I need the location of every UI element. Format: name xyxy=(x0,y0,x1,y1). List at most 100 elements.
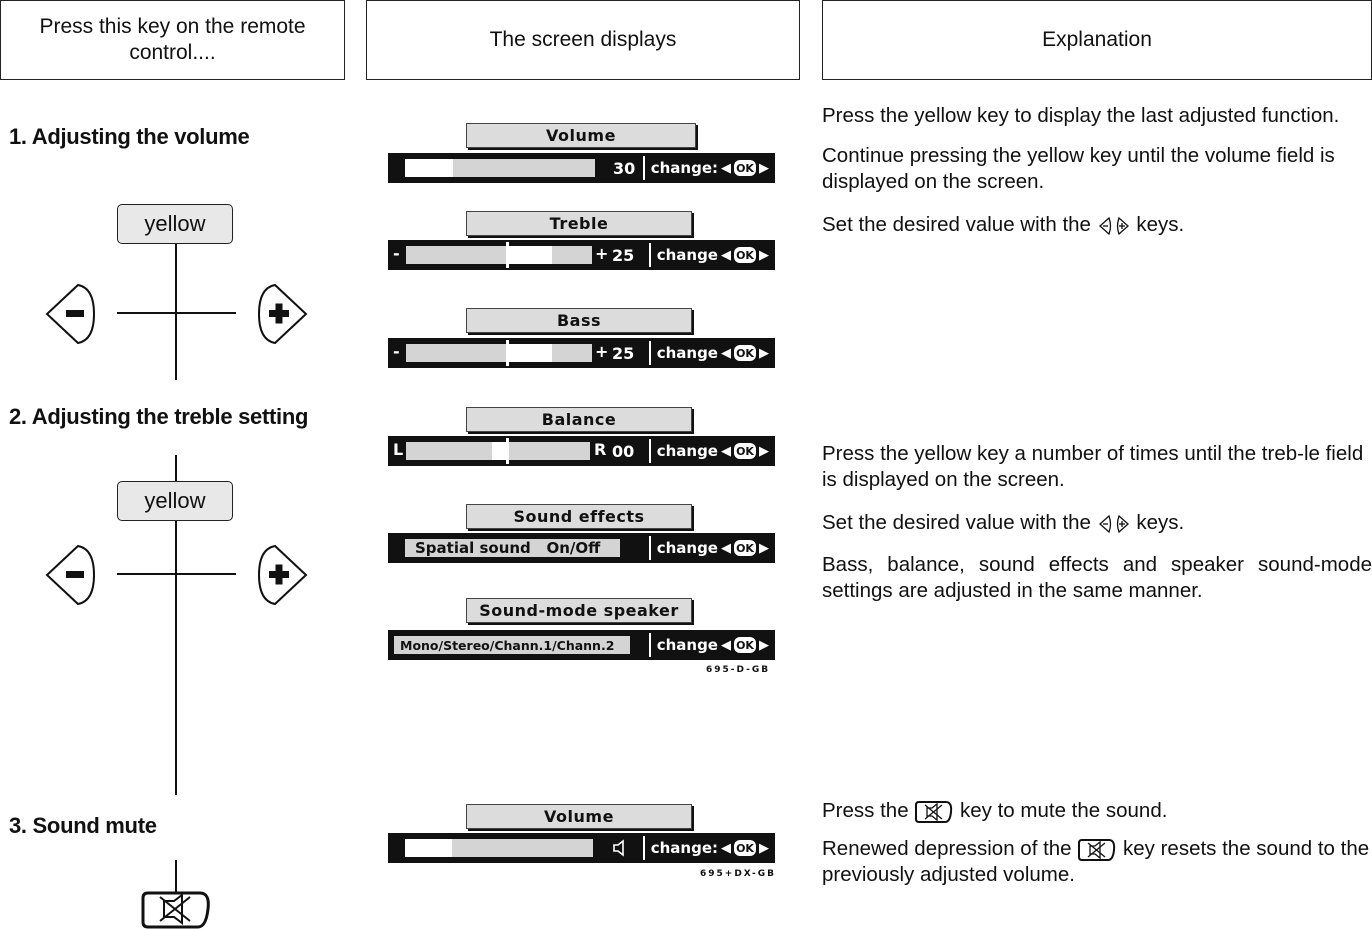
explanation-fragment: keys. xyxy=(1136,213,1185,236)
header-key-column: Press this key on the remote control.... xyxy=(0,0,345,80)
osd-speaker-bar: Mono/Stereo/Chann.1/Chann.2 change◀OK▶ xyxy=(388,630,775,660)
explanation-fragment: Set the desired value with the xyxy=(822,511,1091,534)
change-label: change xyxy=(656,246,718,264)
arrow-left-icon: ◀ xyxy=(721,160,731,176)
bass-track xyxy=(406,340,592,366)
bass-center-marker xyxy=(506,340,509,366)
explanation-text: Continue pressing the yellow key until t… xyxy=(822,144,1335,193)
arrow-right-icon: ▶ xyxy=(759,160,769,176)
explanation-text: Press the key to mute the sound. xyxy=(822,798,1372,824)
osd-change-control: change:◀OK▶ xyxy=(642,836,771,860)
arrow-right-icon: ▶ xyxy=(759,840,769,856)
explanation-text: Bass, balance, sound effects and speaker… xyxy=(822,553,1372,602)
section-mute-title: 3. Sound mute xyxy=(9,813,157,838)
change-label: change xyxy=(656,442,718,460)
arrow-right-icon: ▶ xyxy=(759,637,769,653)
balance-track xyxy=(406,438,590,464)
connector-line xyxy=(175,455,177,795)
explanation-fragment: keys. xyxy=(1136,511,1185,534)
yellow-key-label: yellow xyxy=(144,211,206,236)
section-treble-title: 2. Adjusting the treble setting xyxy=(9,404,309,429)
osd-balance-bar: L R 00 change◀OK▶ xyxy=(388,436,775,466)
connector-line xyxy=(175,243,177,380)
balance-right: R xyxy=(594,440,607,459)
osd-balance-title: Balance xyxy=(466,407,692,432)
header-explanation-column: Explanation xyxy=(822,0,1372,80)
volume-fill xyxy=(405,159,453,177)
arrow-left-icon: ◀ xyxy=(721,840,731,856)
mute-key-icon[interactable] xyxy=(140,889,212,929)
treble-track xyxy=(406,242,592,268)
balance-center-marker xyxy=(506,438,509,464)
minus-left-key-icon[interactable] xyxy=(44,543,96,607)
ok-icon: OK xyxy=(734,443,756,459)
osd-change-control: change◀OK▶ xyxy=(648,633,771,657)
explanation-text: Press the yellow key a number of times u… xyxy=(822,442,1364,491)
effects-option: Spatial sound On/Off xyxy=(405,539,620,557)
yellow-key[interactable]: yellow xyxy=(117,481,233,521)
explanation-fragment: key to mute the sound. xyxy=(960,799,1168,822)
volume-track xyxy=(405,159,595,177)
osd-treble-bar: - + 25 change◀OK▶ xyxy=(388,240,775,270)
minus-left-key-icon[interactable] xyxy=(44,282,96,346)
explanation-fragment: Set the desired value with the xyxy=(822,213,1091,236)
yellow-key[interactable]: yellow xyxy=(117,204,233,244)
bass-plus: + xyxy=(595,342,609,361)
osd-change-control: change◀OK▶ xyxy=(648,341,771,365)
arrow-right-icon: ▶ xyxy=(759,540,769,556)
mute-key-icon xyxy=(1078,838,1116,861)
figure-code: 695-D-GB xyxy=(706,665,771,675)
treble-value: 25 xyxy=(612,245,635,265)
explanation-fragment: key resets the sound to the previously a… xyxy=(822,837,1370,886)
osd-change-control: change◀OK▶ xyxy=(648,536,771,560)
balance-value: 00 xyxy=(612,441,635,461)
treble-minus: - xyxy=(393,244,400,263)
explanation-text: Set the desired value with the keys. xyxy=(822,212,1372,238)
plus-right-key-icon[interactable] xyxy=(257,543,309,607)
bass-minus: - xyxy=(393,342,400,361)
plus-right-key-icon[interactable] xyxy=(257,282,309,346)
ok-icon: OK xyxy=(734,637,756,653)
osd-change-control: change◀OK▶ xyxy=(648,439,771,463)
arrow-left-icon: ◀ xyxy=(721,345,731,361)
explanation-fragment: Renewed depression of the xyxy=(822,837,1072,860)
header-key-label: Press this key on the remote control.... xyxy=(39,15,306,64)
treble-plus: + xyxy=(595,244,609,263)
osd-mute-title: Volume xyxy=(466,804,692,829)
header-screen-label: The screen displays xyxy=(489,28,677,51)
arrow-right-icon: ▶ xyxy=(759,247,769,263)
treble-center-marker xyxy=(506,242,509,268)
mute-key-icon xyxy=(915,800,953,823)
arrow-left-icon: ◀ xyxy=(721,247,731,263)
change-label: change: xyxy=(650,839,718,857)
balance-left: L xyxy=(393,440,404,459)
osd-volume-title: Volume xyxy=(466,123,696,148)
change-label: change xyxy=(656,344,718,362)
osd-bass-title: Bass xyxy=(466,308,692,333)
osd-change-control: change◀OK▶ xyxy=(648,243,771,267)
connector-line xyxy=(117,312,236,314)
treble-fill xyxy=(506,246,552,264)
change-label: change xyxy=(656,636,718,654)
bass-fill xyxy=(506,344,552,362)
connector-line xyxy=(175,860,177,892)
osd-speaker-title: Sound-mode speaker xyxy=(466,598,692,623)
arrow-right-icon: ▶ xyxy=(759,345,769,361)
connector-line xyxy=(117,573,236,575)
osd-effects-bar: Spatial sound On/Off change◀OK▶ xyxy=(388,533,775,563)
arrow-left-icon: ◀ xyxy=(721,443,731,459)
explanation-text: Set the desired value with the keys. xyxy=(822,510,1372,536)
change-label: change: xyxy=(650,159,718,177)
explanation-text: Press the yellow key to display the last… xyxy=(822,104,1340,127)
section-volume-title: 1. Adjusting the volume xyxy=(9,124,250,149)
osd-bass-bar: - + 25 change◀OK▶ xyxy=(388,338,775,368)
bass-value: 25 xyxy=(612,343,635,363)
mute-track xyxy=(405,839,593,857)
balance-fill xyxy=(492,442,506,460)
osd-effects-title: Sound effects xyxy=(466,504,692,529)
ok-icon: OK xyxy=(734,540,756,556)
ok-icon: OK xyxy=(734,345,756,361)
left-right-keys-icon xyxy=(1098,514,1129,533)
yellow-key-label: yellow xyxy=(144,488,206,513)
osd-mute-bar: change:◀OK▶ xyxy=(388,833,775,863)
